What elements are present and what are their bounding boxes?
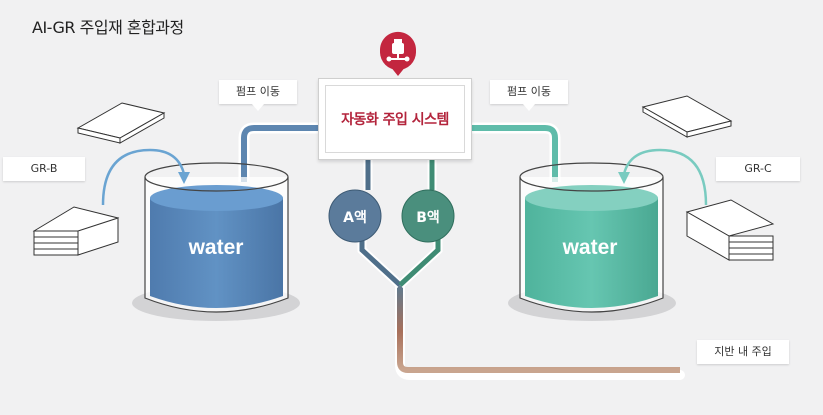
liquid-b-node: B액 <box>401 189 455 243</box>
material-stack-gr-b <box>32 206 120 256</box>
pump-pipe-right <box>470 122 561 182</box>
water-label-right: water <box>562 236 618 259</box>
automated-injection-system-box: 자동화 주입 시스템 <box>318 78 472 160</box>
tank-right <box>519 162 664 313</box>
system-label: 자동화 주입 시스템 <box>341 112 449 128</box>
ground-injection-pipe <box>395 280 685 380</box>
water-label-left: water <box>188 236 244 259</box>
pump-move-label-right: 펌프 이동 <box>490 80 568 111</box>
material-stack-gr-c <box>685 199 775 261</box>
ground-injection-label: 지반 내 주입 <box>697 340 789 364</box>
injection-pump-icon <box>379 31 416 77</box>
pump-move-label-left: 펌프 이동 <box>219 80 297 111</box>
liquid-b-label: B액 <box>416 209 440 226</box>
liquid-feed-lines <box>357 155 443 289</box>
tank-left <box>144 162 289 313</box>
gr-b-label: GR-B <box>3 157 85 181</box>
material-sheet-right-top <box>641 95 733 138</box>
arrow-gr-b-to-tank <box>101 148 190 206</box>
arrow-gr-c-to-tank <box>618 148 708 206</box>
page-title: AI-GR 주입재 혼합과정 <box>32 18 184 37</box>
gr-c-label: GR-C <box>716 157 800 181</box>
liquid-a-label: A액 <box>343 209 367 226</box>
pump-pipe-left <box>238 122 322 182</box>
material-sheet-left-top <box>76 102 166 144</box>
liquid-a-node: A액 <box>328 189 382 243</box>
